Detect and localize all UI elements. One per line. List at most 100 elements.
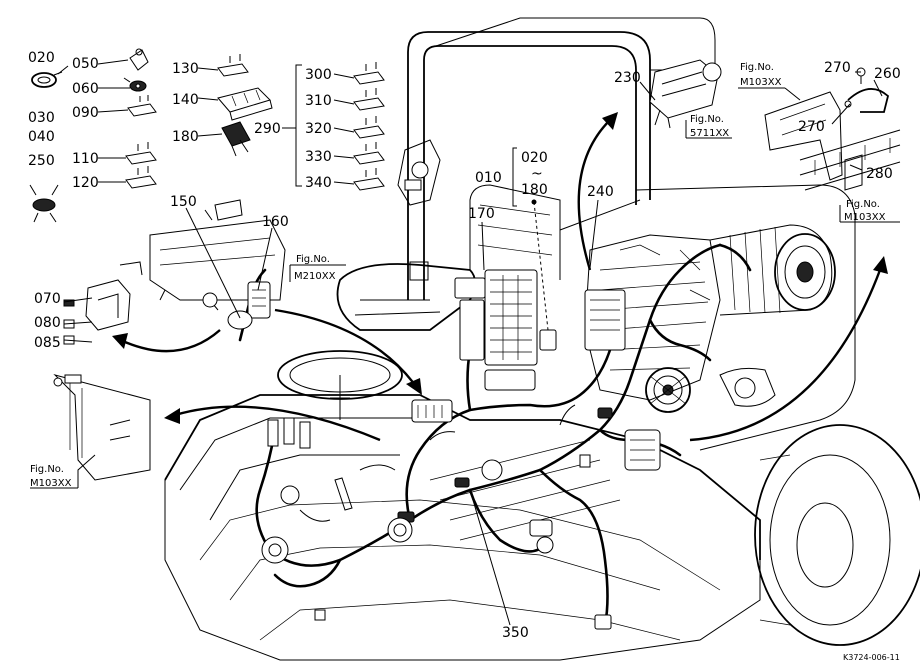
callout-300: 300 — [305, 67, 332, 83]
relay-icon — [536, 536, 554, 554]
callout-180-range-end: 180 — [521, 182, 548, 198]
fuse-icon — [353, 116, 385, 139]
arrow-to-relay — [124, 329, 221, 353]
connector-icon — [404, 179, 422, 191]
horn-icon — [387, 517, 413, 543]
fuse-group-290 — [282, 62, 385, 191]
group-bracket — [295, 64, 302, 187]
fuse-box-assembly — [454, 269, 538, 391]
callout-110: 110 — [72, 151, 99, 167]
relay-icon — [454, 277, 486, 299]
starter — [719, 367, 776, 407]
connector-icon — [529, 519, 553, 537]
callout-230: 230 — [614, 70, 641, 86]
callout-260: 260 — [874, 66, 901, 82]
callout-060: 060 — [72, 81, 99, 97]
figref-m103-left-label: Fig.No. — [30, 464, 64, 475]
callout-050: 050 — [72, 56, 99, 72]
wiring-harness — [238, 243, 752, 630]
fuse-icon — [353, 88, 385, 111]
callout-150: 150 — [170, 194, 197, 210]
horn-icon — [261, 536, 289, 564]
relay-assembly — [63, 261, 143, 345]
gauge-icon — [280, 485, 300, 505]
fuse-icon — [217, 54, 249, 77]
callout-270-top: 270 — [824, 60, 851, 76]
bolt-icon — [53, 377, 63, 387]
terminal-icon — [129, 48, 149, 71]
buzzer-icon — [227, 310, 253, 330]
callout-020: 020 — [28, 50, 55, 66]
callout-120: 120 — [72, 175, 99, 191]
relay-icon — [85, 279, 131, 331]
rops-frame — [407, 31, 651, 300]
callout-010: 010 — [475, 170, 502, 186]
connector-icon — [454, 477, 470, 488]
arrow-to-frame-right — [689, 269, 882, 442]
switch-icon — [299, 421, 311, 449]
fuse-box — [484, 269, 538, 366]
switch-icon — [267, 419, 279, 447]
rops-connectors — [397, 139, 441, 281]
callout-280: 280 — [866, 166, 893, 182]
fuse-cover — [484, 369, 536, 391]
callout-140: 140 — [172, 92, 199, 108]
fuse-icon — [353, 142, 385, 165]
callout-040: 040 — [28, 129, 55, 145]
callout-085: 085 — [34, 335, 61, 351]
fuse-icon — [127, 95, 157, 117]
connector-icon — [221, 121, 251, 157]
figref-m103-top-label: Fig.No. — [740, 62, 774, 73]
fuse-icon — [353, 168, 385, 191]
figref-m103-right-label: Fig.No. — [846, 199, 880, 210]
callout-160: 160 — [262, 214, 289, 230]
switch-icon — [283, 417, 295, 445]
fuse-icon — [125, 166, 157, 189]
callout-330: 330 — [305, 149, 332, 165]
arrow-to-230 — [577, 119, 611, 271]
seat — [336, 263, 476, 331]
connector-icon — [579, 454, 591, 468]
callout-180: 180 — [172, 129, 199, 145]
callout-labels: 020 030 040 250 050 060 090 110 120 130 … — [28, 50, 901, 641]
terminal-icon — [64, 374, 82, 384]
callout-250: 250 — [28, 153, 55, 169]
clip-icon — [29, 184, 59, 223]
callout-170: 170 — [468, 206, 495, 222]
drawing-code: K3724-006-11 — [843, 653, 900, 662]
connector-icon — [539, 329, 557, 351]
alternator — [645, 367, 691, 413]
left-parts-column — [29, 48, 273, 223]
terminal-icon — [63, 299, 75, 307]
rops-frame-inner — [423, 45, 637, 300]
connector-icon — [314, 609, 326, 621]
callout-320: 320 — [305, 121, 332, 137]
callout-130: 130 — [172, 61, 199, 77]
lever-icon — [334, 477, 353, 511]
callout-340: 340 — [305, 175, 332, 191]
seat-back — [469, 184, 561, 280]
wire-clip-icon — [847, 88, 890, 113]
callout-070: 070 — [34, 291, 61, 307]
leader-lines — [57, 59, 883, 626]
connector-icon — [411, 161, 429, 179]
callout-range-tilde: ~ — [531, 166, 543, 182]
rops-rear-bar — [435, 17, 716, 70]
callout-030: 030 — [28, 110, 55, 126]
figure-references: Fig.No. M210XX Fig.No. M103XX Fig.No. M1… — [30, 62, 886, 489]
figref-frames — [30, 87, 900, 489]
figref-m103-left-code: M103XX — [30, 478, 72, 489]
callout-240: 240 — [587, 184, 614, 200]
controller-230-assembly — [649, 59, 722, 129]
relay-icon — [217, 87, 273, 121]
connector-icon — [597, 407, 613, 419]
fuse-icon — [125, 142, 157, 165]
figref-m210-label: Fig.No. — [296, 254, 330, 265]
rear-cover — [635, 184, 856, 451]
fuse-icon — [353, 62, 385, 85]
clamp-icon — [31, 71, 63, 88]
rear-wheel — [754, 424, 920, 646]
figref-5711-label: Fig.No. — [690, 114, 724, 125]
